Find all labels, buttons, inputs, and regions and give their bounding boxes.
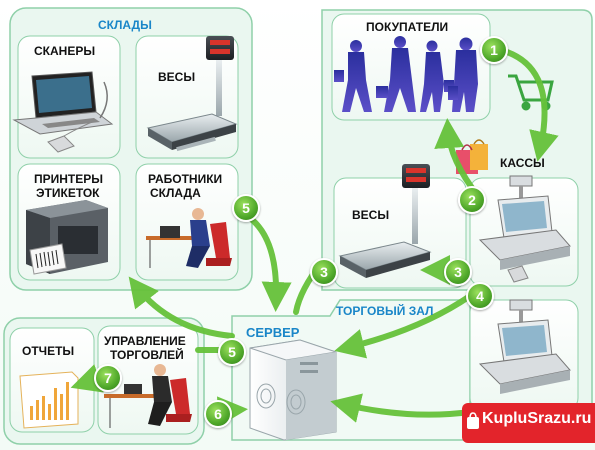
shopping-bags-icon [456,139,488,174]
flow-arrows [70,45,559,427]
label-printer-icon [26,200,108,275]
step-badge-3-right: 3 [444,258,472,286]
zone-title-warehouses: СКЛАДЫ [98,18,152,32]
watermark-text: KupluSrazu.ru [482,410,592,427]
label-reports: ОТЧЕТЫ [22,344,75,358]
buyers-silhouettes-icon [334,36,478,112]
step-badge-5-bottom: 5 [218,338,246,366]
arrow-staff-to-server [247,215,292,312]
barcode-scanner-icon [47,121,93,153]
laptop-icon [12,71,114,135]
pos-terminal-icon [478,175,571,283]
arrow-cash2-to-server [330,393,473,423]
staff-box [135,163,239,281]
scale-icon [146,36,238,152]
step-badge-6: 6 [204,400,232,428]
pos-terminal-icon [478,299,571,394]
watermark-banner [462,403,595,443]
label-mgmt-line2: ТОРГОВЛЕЙ [110,348,184,362]
label-staff-line2: СКЛАДА [150,186,201,200]
label-scales-floor: ВЕСЫ [352,208,390,222]
arrow-cash-to-server [334,293,473,359]
report-chart-icon [19,371,79,429]
step-badge-1: 1 [480,36,508,64]
label-printers-line1: ПРИНТЕРЫ [34,172,104,186]
zone-title-server: СЕРВЕР [246,325,300,340]
label-staff-line1: РАБОТНИКИ [148,172,223,186]
step-badge-7: 7 [94,364,122,392]
label-printers-line2: ЭТИКЕТОК [36,186,100,200]
trade-manager-icon [104,364,192,428]
scale-icon [338,164,432,278]
zone-title-sales-floor: ТОРГОВЫЙ ЗАЛ [336,304,434,318]
shopping-bag-icon [467,412,479,429]
label-mgmt-line1: УПРАВЛЕНИЕ [104,334,186,348]
label-buyers: ПОКУПАТЕЛИ [366,20,449,34]
warehouse-worker-icon [146,208,232,268]
arrow-server-to-warehouse [128,276,235,339]
server-tower-icon [249,339,337,441]
step-badge-5-top: 5 [232,194,260,222]
step-badge-2: 2 [458,186,486,214]
step-badge-3-left: 3 [310,258,338,286]
label-scanners: СКАНЕРЫ [34,44,96,58]
step-badge-4: 4 [466,282,494,310]
label-cash-desks: КАССЫ [500,156,545,170]
label-scales-warehouse: ВЕСЫ [158,70,196,84]
